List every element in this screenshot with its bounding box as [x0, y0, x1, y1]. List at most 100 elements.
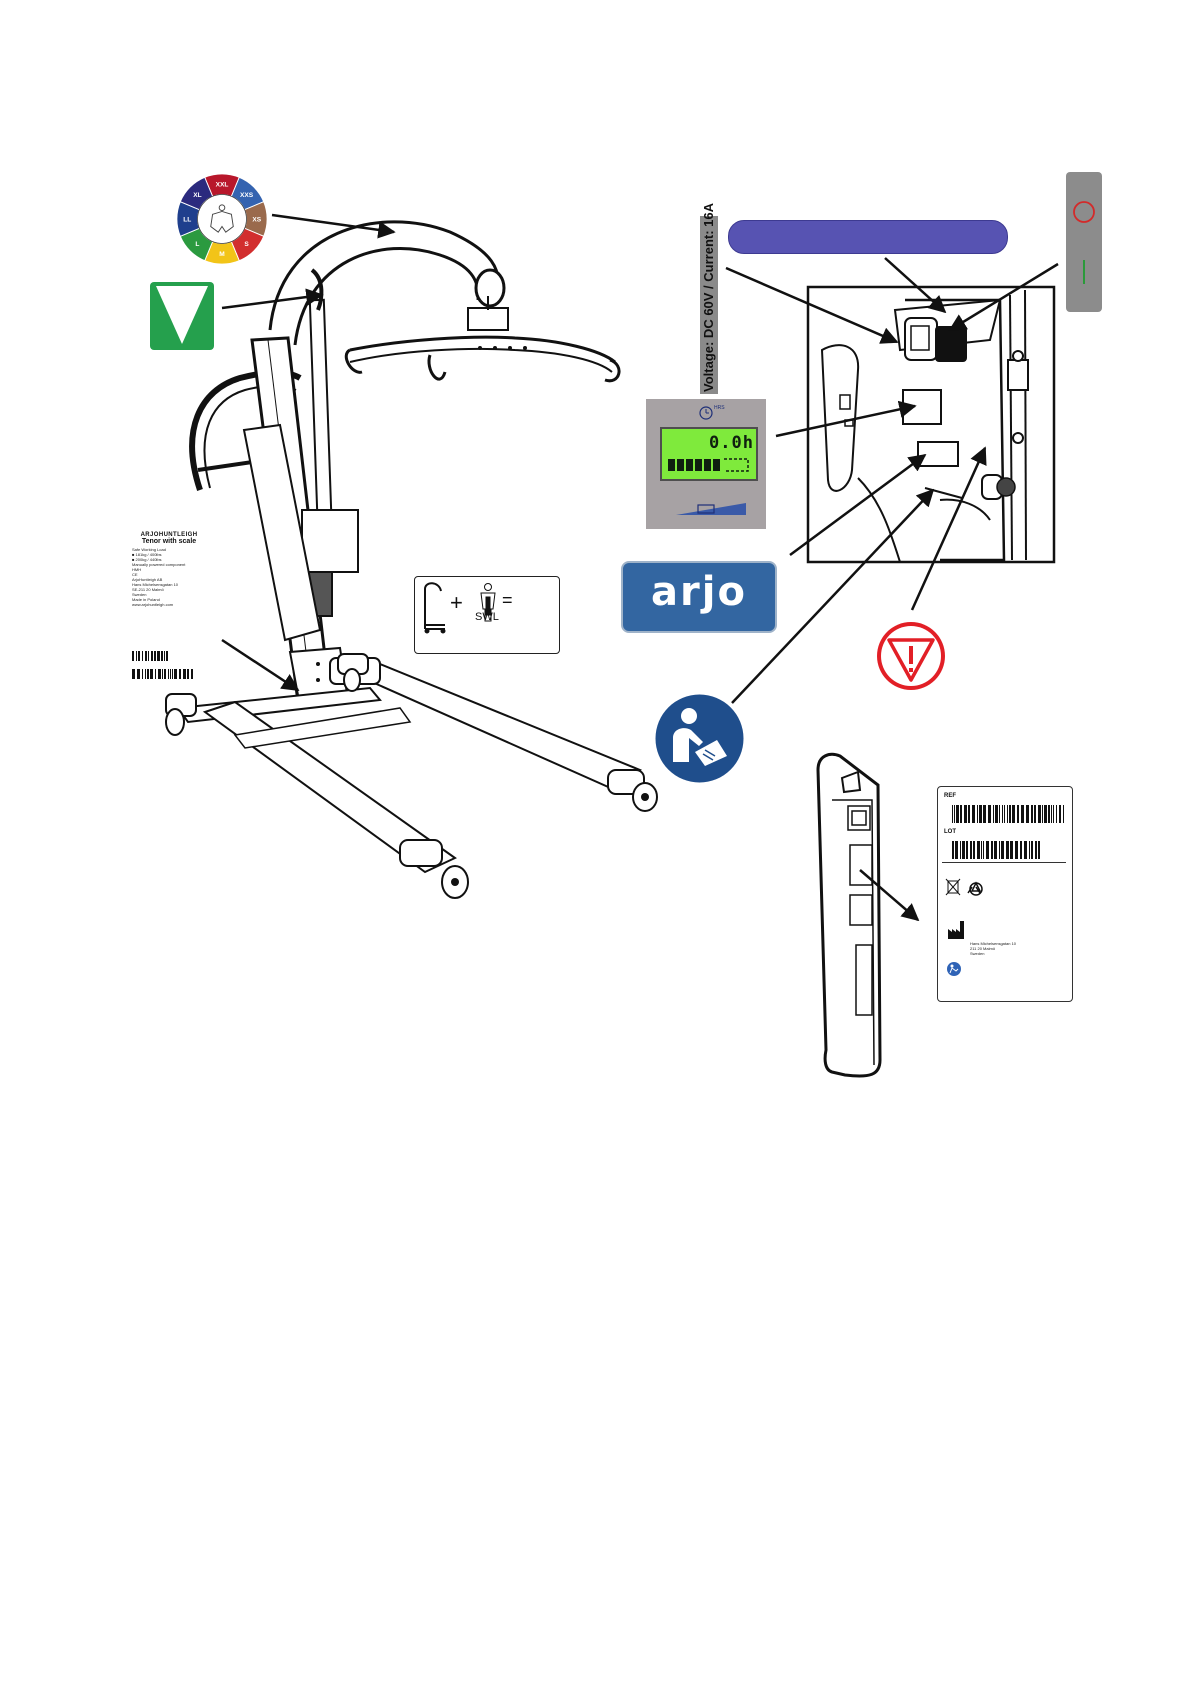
size-label-xs: XS	[252, 216, 261, 223]
barcode-bar	[174, 669, 177, 679]
battery-bar	[677, 459, 684, 471]
barcode-bar	[1021, 805, 1024, 823]
swl-label: SWL	[475, 611, 499, 623]
barcode-bar	[162, 669, 163, 679]
barcode-bar	[983, 841, 984, 859]
barcode-bar	[1044, 805, 1047, 823]
battery-bar	[713, 459, 720, 471]
barcode-bar	[132, 651, 134, 661]
barcode-bar	[955, 841, 958, 859]
barcode-bar	[150, 669, 153, 679]
barcode-bar	[1031, 805, 1033, 823]
barcode-bar	[977, 805, 978, 823]
barcode-bar	[158, 669, 161, 679]
info-banner	[728, 220, 1008, 254]
caster-front-left	[400, 840, 468, 898]
battery-bar	[704, 459, 711, 471]
barcode-bar	[970, 841, 972, 859]
barcode-bar	[1004, 805, 1005, 823]
size-label-l: L	[195, 241, 199, 248]
barcode-bar	[1010, 841, 1013, 859]
barcode-bar	[962, 841, 965, 859]
barcode-bar	[1031, 841, 1033, 859]
barcode-bar	[142, 669, 143, 679]
barcode-bar	[1009, 805, 1011, 823]
product-label: ARJOHUNTLEIGH Tenor with scale Safe Work…	[128, 532, 210, 687]
battery-outline	[724, 459, 748, 471]
barcode-bar	[145, 669, 146, 679]
ref-label: REF	[944, 793, 956, 799]
barcode-bar	[1017, 805, 1019, 823]
chassis	[166, 654, 657, 898]
barcode-bar	[161, 651, 163, 661]
barcode-bar	[1029, 841, 1030, 859]
barcode-bar	[136, 651, 137, 661]
barcode-bar	[983, 805, 986, 823]
barcode-bar	[1038, 805, 1041, 823]
barcode-bar	[994, 841, 997, 859]
barcode-bar	[166, 651, 168, 661]
barcode-bar	[1053, 805, 1054, 823]
barcode-bar	[993, 805, 994, 823]
barcode-bar	[172, 669, 173, 679]
barcode-bar	[981, 841, 982, 859]
hour-meter-display: HRS 0.0h	[646, 399, 766, 529]
ref-barcode	[952, 805, 1064, 823]
barcode-bar	[954, 805, 955, 823]
barcode-bar	[154, 651, 156, 661]
barcode-bar	[999, 841, 1000, 859]
barcode-bar	[148, 651, 149, 661]
barcode-bar	[1042, 805, 1043, 823]
barcode-bar	[137, 669, 140, 679]
barcode-bar	[155, 669, 156, 679]
barcode-bar	[979, 805, 982, 823]
arjo-logo: arjo	[621, 561, 777, 633]
label-barcodes	[128, 647, 210, 687]
battery-bar	[668, 459, 675, 471]
barcode-bar	[995, 805, 998, 823]
barcode-bar	[157, 651, 160, 661]
lot-barcode	[952, 841, 1042, 859]
hrs-label: HRS	[714, 405, 725, 411]
battery-label: REF LOT Hans Michelsensgatan 1	[937, 786, 1073, 1002]
barcode-bar	[972, 805, 975, 823]
battery-voltage-strip: Voltage: DC 60V / Current: 16A	[700, 216, 718, 394]
barcode-bar	[151, 651, 153, 661]
swl-equals: =	[502, 590, 513, 611]
barcode-bar	[183, 669, 186, 679]
barcode-bar	[960, 805, 962, 823]
barcode-bar	[1035, 841, 1037, 859]
barcode-bar	[956, 805, 959, 823]
barcode-bar	[1063, 805, 1064, 823]
weee-bin-icon	[946, 879, 960, 895]
barcode-bar	[1020, 841, 1022, 859]
barcode-bar	[1034, 805, 1036, 823]
caster-front-right	[608, 770, 657, 811]
barcode-bar	[132, 669, 135, 679]
barcode-bar	[170, 669, 171, 679]
barcode-bar	[1015, 841, 1018, 859]
control-box-detail	[808, 287, 1054, 562]
barcode-bar	[1056, 805, 1057, 823]
barcode-bar	[1059, 805, 1061, 823]
size-label-ll: LL	[183, 216, 191, 223]
read-manual-icon	[655, 694, 744, 783]
size-label-xl: XL	[193, 192, 201, 199]
barcode-bar	[191, 669, 193, 679]
battery-voltage-text: Voltage: DC 60V / Current: 16A	[701, 203, 716, 392]
battery-bar	[686, 459, 693, 471]
read-manual-small-icon	[947, 962, 961, 976]
battery-level-wedge-icon	[676, 503, 746, 515]
barcode-bar	[1002, 805, 1003, 823]
label-line: www.arjohuntleigh.com	[132, 602, 206, 607]
label-model: Tenor with scale	[128, 538, 210, 545]
barcode-bar	[1048, 805, 1050, 823]
lift-symbol-icon	[425, 583, 445, 632]
barcode-bar	[1001, 841, 1004, 859]
address-line: Sweden	[970, 951, 1060, 956]
barcode-bar	[977, 841, 980, 859]
barcode-bar	[142, 651, 143, 661]
barcode-bar	[966, 841, 968, 859]
